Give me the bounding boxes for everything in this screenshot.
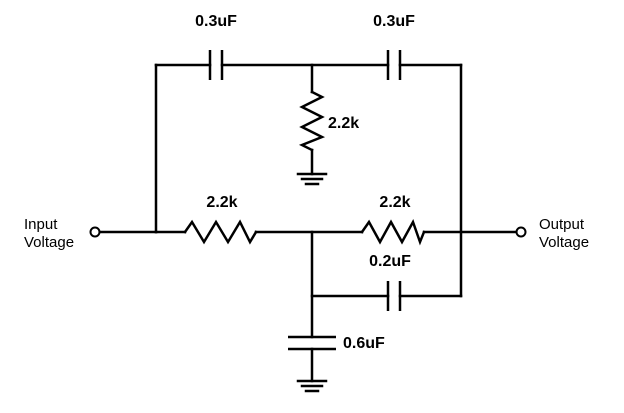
- capacitor-bridge: [386, 281, 402, 311]
- capacitor-shunt-bottom-value: 0.6uF: [343, 335, 385, 352]
- resistor-series-left-value: 2.2k: [206, 194, 237, 211]
- wires: [98, 63, 518, 383]
- resistor-shunt-top-value: 2.2k: [328, 115, 359, 132]
- output-terminal: [515, 226, 527, 238]
- capacitor-top-left-value: 0.3uF: [195, 13, 237, 30]
- capacitor-top-right-value: 0.3uF: [373, 13, 415, 30]
- ground-bottom-icon: [296, 379, 328, 393]
- capacitor-top-left: [208, 50, 224, 80]
- input-label-line1: Input: [24, 216, 58, 233]
- input-label-line2: Voltage: [24, 234, 74, 251]
- resistor-series-right-value: 2.2k: [379, 194, 410, 211]
- resistor-series-right: [360, 218, 426, 246]
- capacitor-top-right: [386, 50, 402, 80]
- resistor-shunt-top: [298, 90, 326, 152]
- input-terminal: [89, 226, 101, 238]
- capacitor-shunt-bottom: [288, 335, 336, 351]
- capacitor-bridge-value: 0.2uF: [369, 253, 411, 270]
- ground-top-icon: [296, 172, 328, 186]
- resistor-series-left: [183, 219, 258, 245]
- output-label-line1: Output: [539, 216, 585, 233]
- output-label-line2: Voltage: [539, 234, 589, 251]
